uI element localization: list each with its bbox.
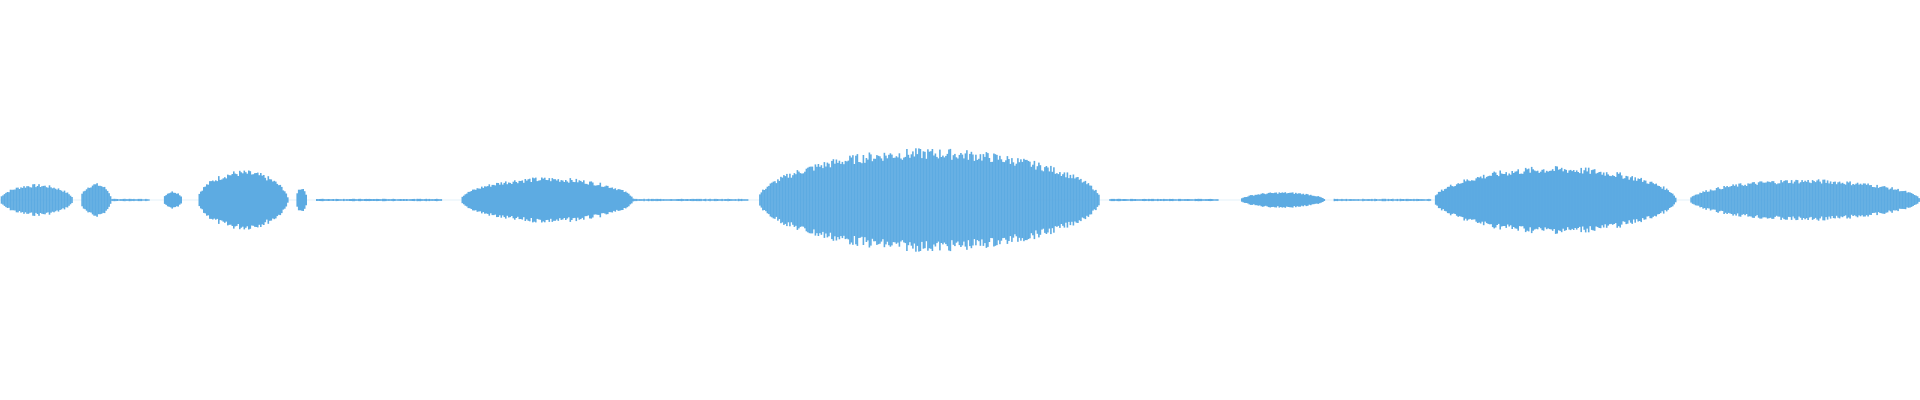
waveform-segment-8 [461, 177, 635, 223]
waveform-segment-3 [110, 198, 150, 202]
waveform-segment-13 [1333, 198, 1432, 202]
waveform-segment-5 [198, 170, 289, 230]
waveform-segment-4 [163, 191, 182, 209]
waveform-segment-2 [81, 183, 112, 217]
waveform-bars [0, 148, 1920, 252]
waveform-segment-7 [315, 198, 443, 202]
waveform-segment-14 [1434, 166, 1677, 234]
waveform-segment-11 [1109, 198, 1219, 202]
waveform-segment-6 [296, 189, 308, 211]
waveform-segment-12 [1241, 192, 1326, 208]
waveform-segment-15 [1690, 179, 1920, 221]
waveform-segment-1 [0, 184, 73, 216]
waveform-segment-10 [759, 148, 1100, 252]
waveform-segment-9 [632, 198, 749, 202]
